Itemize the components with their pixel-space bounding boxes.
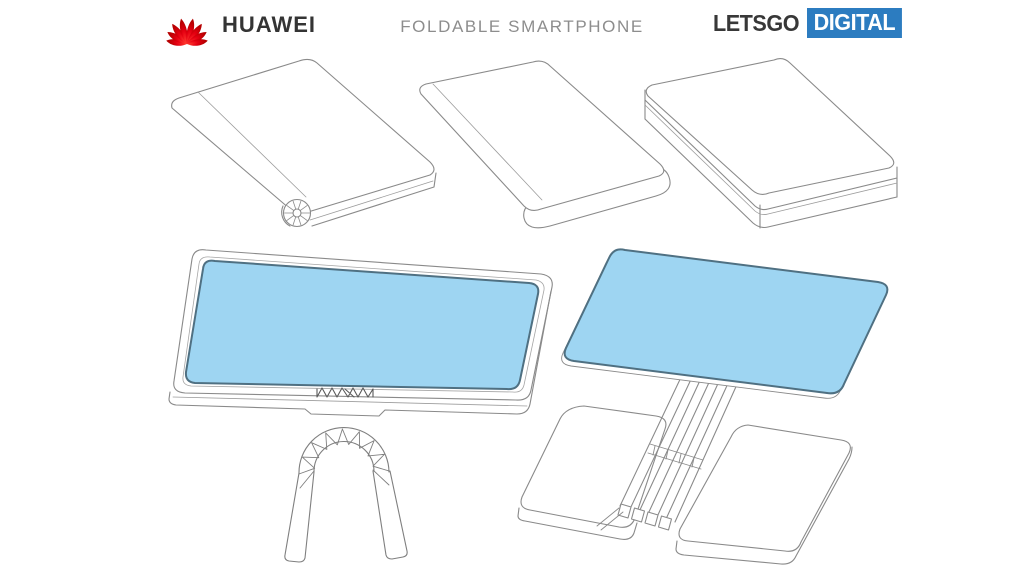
- figure-hinge-arc-detail: [284, 426, 408, 563]
- display-panel: [563, 248, 889, 395]
- display-panel: [184, 259, 540, 391]
- figure-folded-phone-wraparound: [419, 60, 671, 229]
- figure-folded-phone-hinge-wheel: [171, 58, 437, 228]
- letsgo-wordmark: LETSGO: [713, 9, 800, 36]
- digital-wordmark-badge: DIGITAL: [806, 8, 902, 38]
- letsgodigital-logo: LETSGO DIGITAL: [713, 8, 907, 38]
- huawei-wordmark: HUAWEI: [222, 12, 316, 37]
- figure-unfolded-phone-display: [168, 249, 553, 417]
- huawei-flower-icon: [166, 18, 208, 46]
- huawei-logo: HUAWEI: [162, 4, 316, 46]
- page-title: FOLDABLE SMARTPHONE: [400, 17, 644, 36]
- figure-exploded-view: [517, 248, 889, 565]
- figure-folded-phone-stack: [644, 57, 898, 229]
